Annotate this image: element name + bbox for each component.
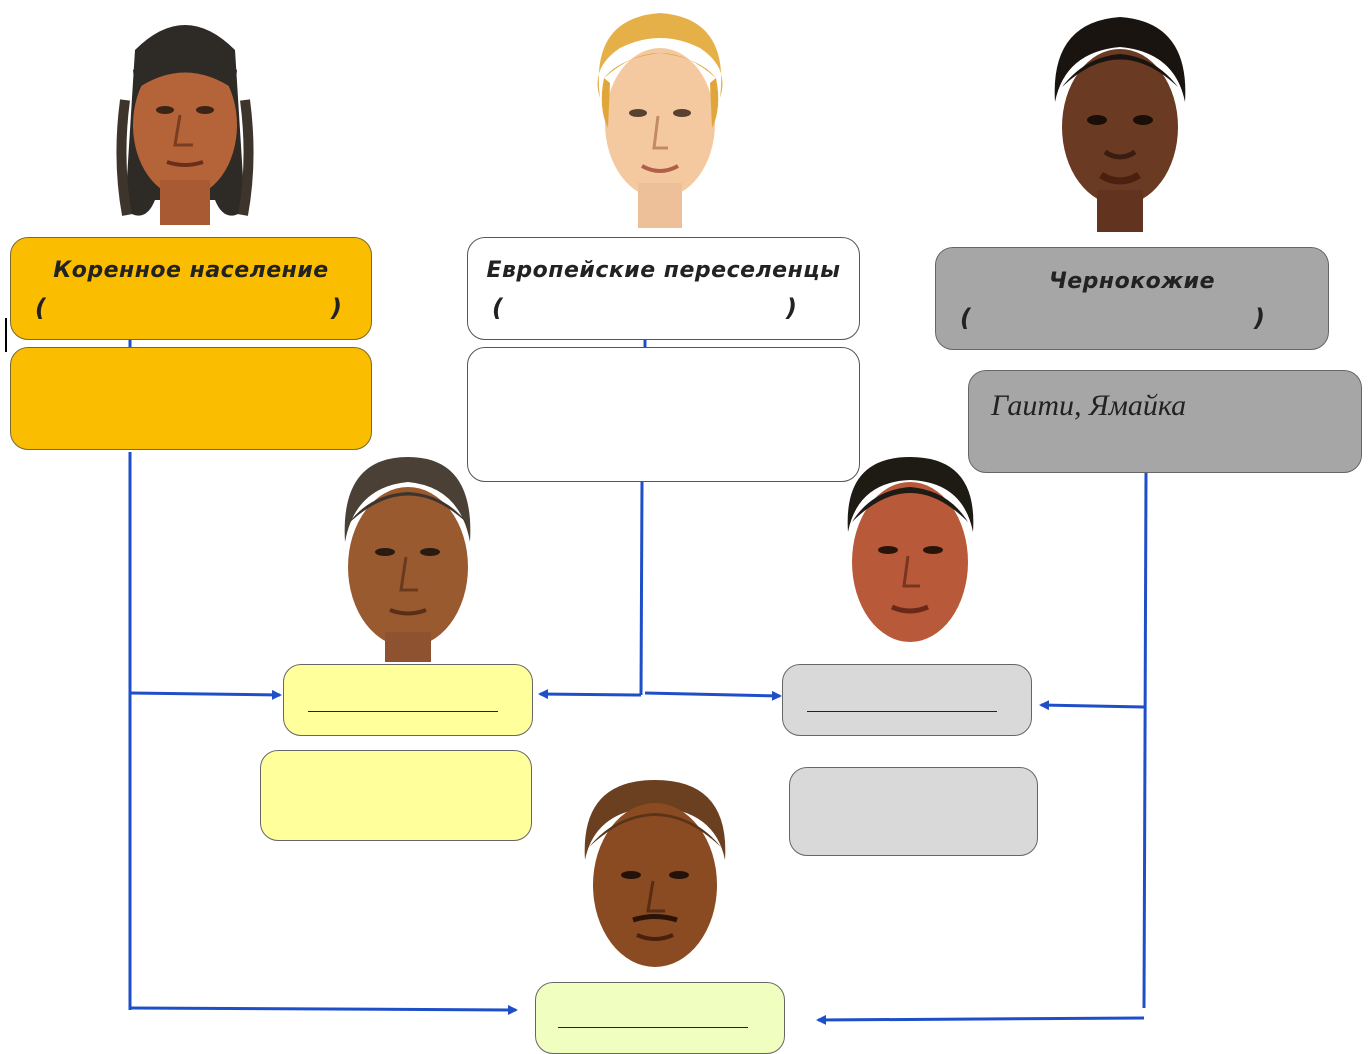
sambo-face-icon [584, 780, 726, 967]
african-face-icon [1054, 17, 1186, 232]
european-paren-open: ( [492, 294, 503, 322]
mestizo-face-icon [344, 457, 471, 662]
black-population-title: Чернокожие [1048, 269, 1216, 294]
sambo-blank-line [558, 1027, 748, 1028]
mestizo-detail-box[interactable] [260, 750, 532, 841]
mulatto-detail-box[interactable] [789, 767, 1038, 856]
black-paren-close: ) [1254, 304, 1265, 332]
mestizo-blank-line [308, 711, 498, 712]
native-paren-close: ) [331, 294, 342, 322]
black-paren-open: ( [960, 304, 971, 332]
european-face-icon [597, 13, 723, 228]
european-paren-close: ) [786, 294, 797, 322]
sambo-answer-box[interactable] [535, 982, 785, 1054]
text-cursor [5, 318, 7, 352]
mestizo-answer-box[interactable] [283, 664, 533, 736]
mulatto-face-icon [847, 457, 974, 642]
european-settlers-title: Европейские переселенцы [486, 258, 841, 283]
native-population-title: Коренное население [53, 258, 329, 283]
native-paren-open: ( [35, 294, 46, 322]
black-population-box: Чернокожие ( ) [935, 247, 1329, 350]
mulatto-answer-box[interactable] [782, 664, 1032, 736]
mulatto-blank-line [807, 711, 997, 712]
european-detail-box[interactable] [467, 347, 860, 482]
native-population-box: Коренное население ( ) [10, 237, 372, 340]
black-detail-box[interactable]: Гаити, Ямайка [968, 370, 1362, 473]
european-settlers-box: Европейские переселенцы ( ) [467, 237, 860, 340]
native-american-face-icon [116, 25, 254, 225]
native-detail-box[interactable] [10, 347, 372, 450]
black-detail-text: Гаити, Ямайка [991, 389, 1187, 422]
